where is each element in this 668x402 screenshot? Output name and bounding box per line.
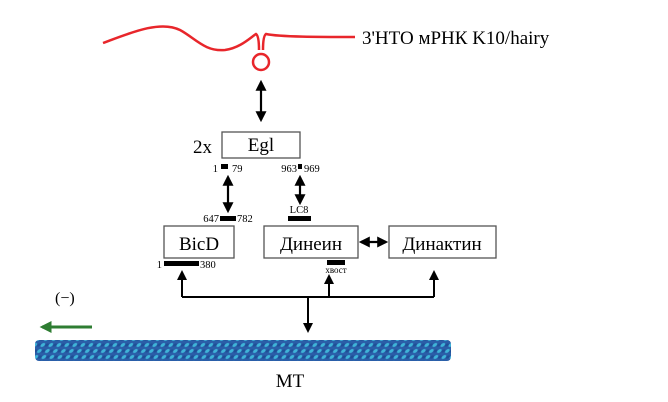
bicd-bottom-start: 1 bbox=[157, 260, 162, 271]
egl-left-start: 1 bbox=[213, 164, 218, 175]
bicd-domain bbox=[220, 216, 236, 221]
minus-end-label: (−) bbox=[55, 290, 75, 307]
egl-left-end: 79 bbox=[232, 164, 243, 175]
dynactin-box bbox=[388, 225, 497, 259]
egl-multiplier: 2x bbox=[193, 137, 213, 158]
bicd-domain-start: 647 bbox=[203, 214, 219, 225]
dynein-tail-label: хвост bbox=[325, 265, 346, 275]
dynein-box bbox=[263, 225, 359, 259]
egl-right-end: 969 bbox=[304, 164, 320, 175]
mrna-3utr: 3'НТО мРНК K10/hairy bbox=[102, 25, 550, 72]
microtubule bbox=[35, 340, 451, 361]
dynactin-label: Динактин bbox=[402, 234, 481, 255]
rna-stem-loop bbox=[251, 52, 271, 72]
bicd-domain-end: 782 bbox=[237, 214, 253, 225]
lc8-domain bbox=[288, 216, 311, 221]
rna-label: 3'НТО мРНК K10/hairy bbox=[362, 28, 550, 49]
bicd-box bbox=[163, 225, 235, 259]
microtubule-label: МТ bbox=[276, 371, 305, 392]
lc8-label: LC8 bbox=[290, 205, 309, 216]
dynein-label: Динеин bbox=[280, 234, 342, 255]
egl-right-domain bbox=[298, 164, 302, 169]
bicd-n-terminal-domain bbox=[164, 261, 199, 266]
dynein-tail-domain bbox=[327, 260, 345, 265]
egl-left-domain bbox=[221, 164, 228, 169]
mt-connector bbox=[177, 270, 439, 333]
bicd-label: BicD bbox=[179, 234, 219, 255]
egl-label: Egl bbox=[248, 135, 274, 156]
egl-box bbox=[221, 131, 301, 159]
bicd-bottom-end: 380 bbox=[200, 260, 216, 271]
egl-right-start: 963 bbox=[281, 164, 297, 175]
